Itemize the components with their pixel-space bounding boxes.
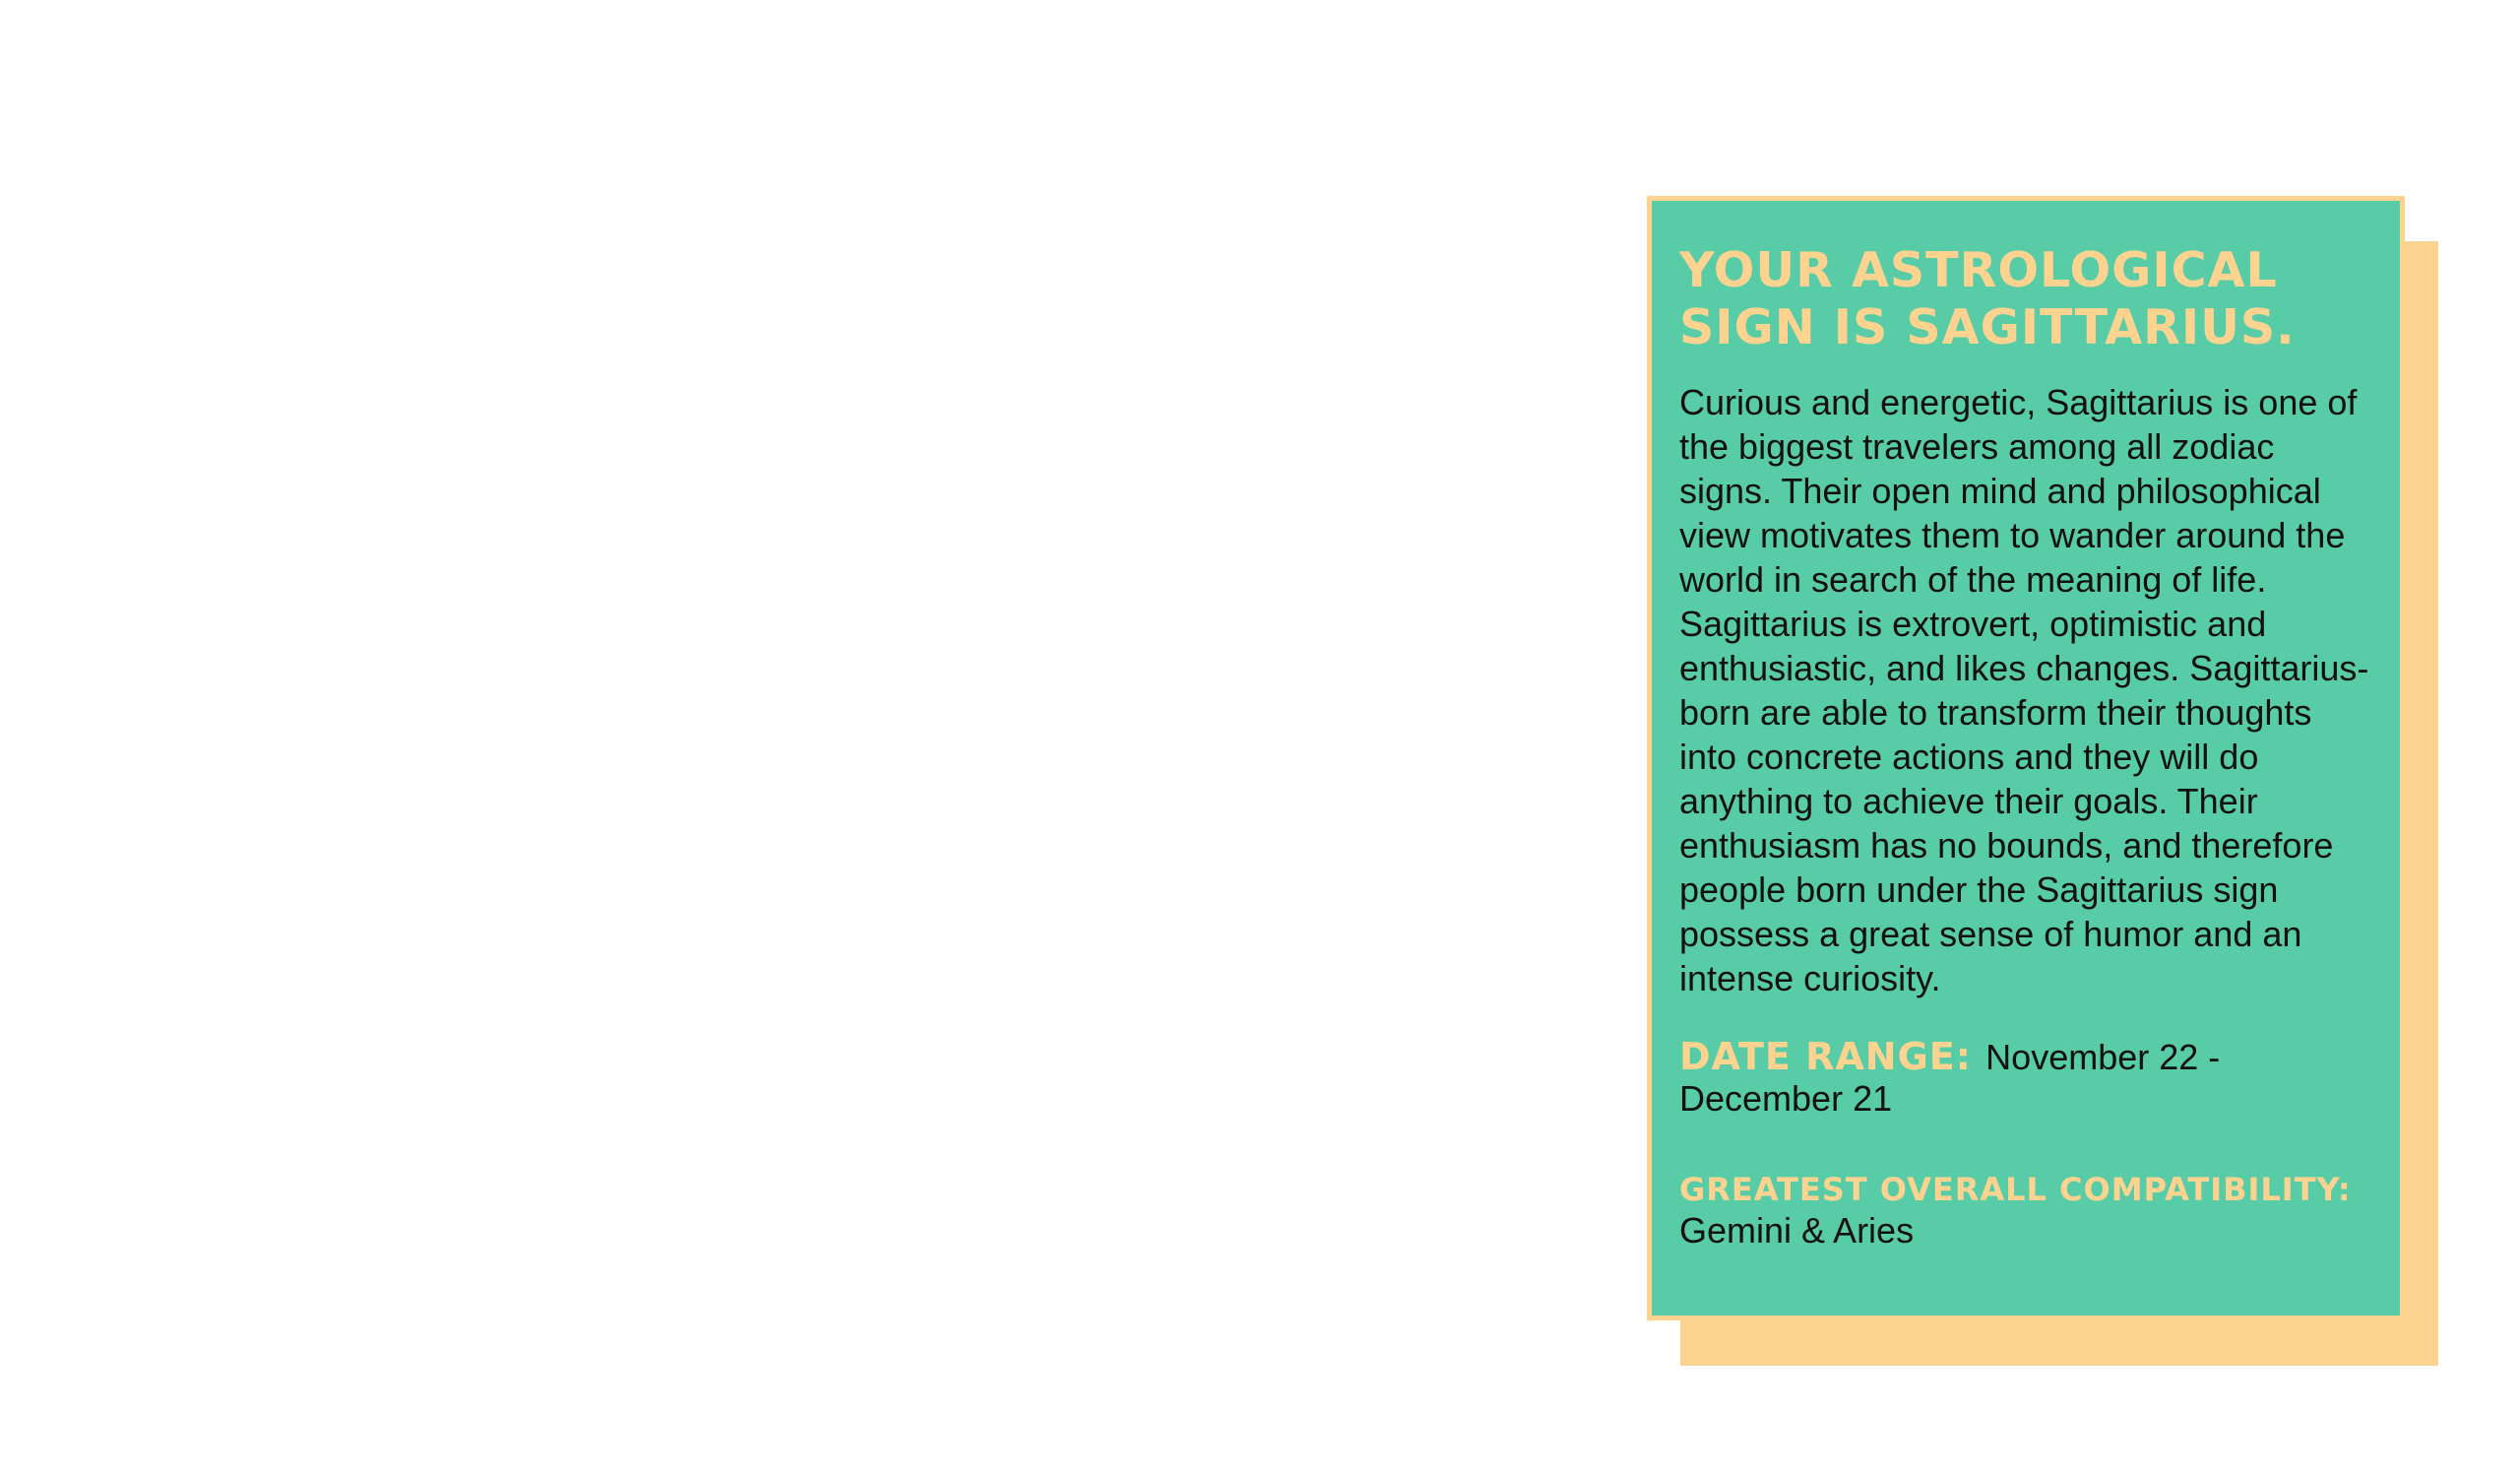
date-range: Date range: November 22 - December 21 <box>1679 1036 2372 1120</box>
compatibility-value: Gemini & Aries <box>1679 1210 1915 1251</box>
date-range-label: Date range: <box>1679 1035 1986 1078</box>
sign-description: Curious and energetic, Sagittarius is on… <box>1679 380 2372 1000</box>
compatibility-label: Greatest overall compatibility: <box>1679 1171 2352 1208</box>
description-paragraph-2: Sagittarius is extrovert, optimistic and… <box>1679 604 2369 998</box>
description-paragraph-1: Curious and energetic, Sagittarius is on… <box>1679 382 2358 600</box>
compatibility: Greatest overall compatibility: Gemini &… <box>1679 1169 2372 1252</box>
zodiac-result-card: Your astrological sign is Sagittarius. C… <box>1647 196 2405 1320</box>
result-title: Your astrological sign is Sagittarius. <box>1679 242 2296 355</box>
date-range-value: November 22 - December 21 <box>1679 1037 2221 1119</box>
